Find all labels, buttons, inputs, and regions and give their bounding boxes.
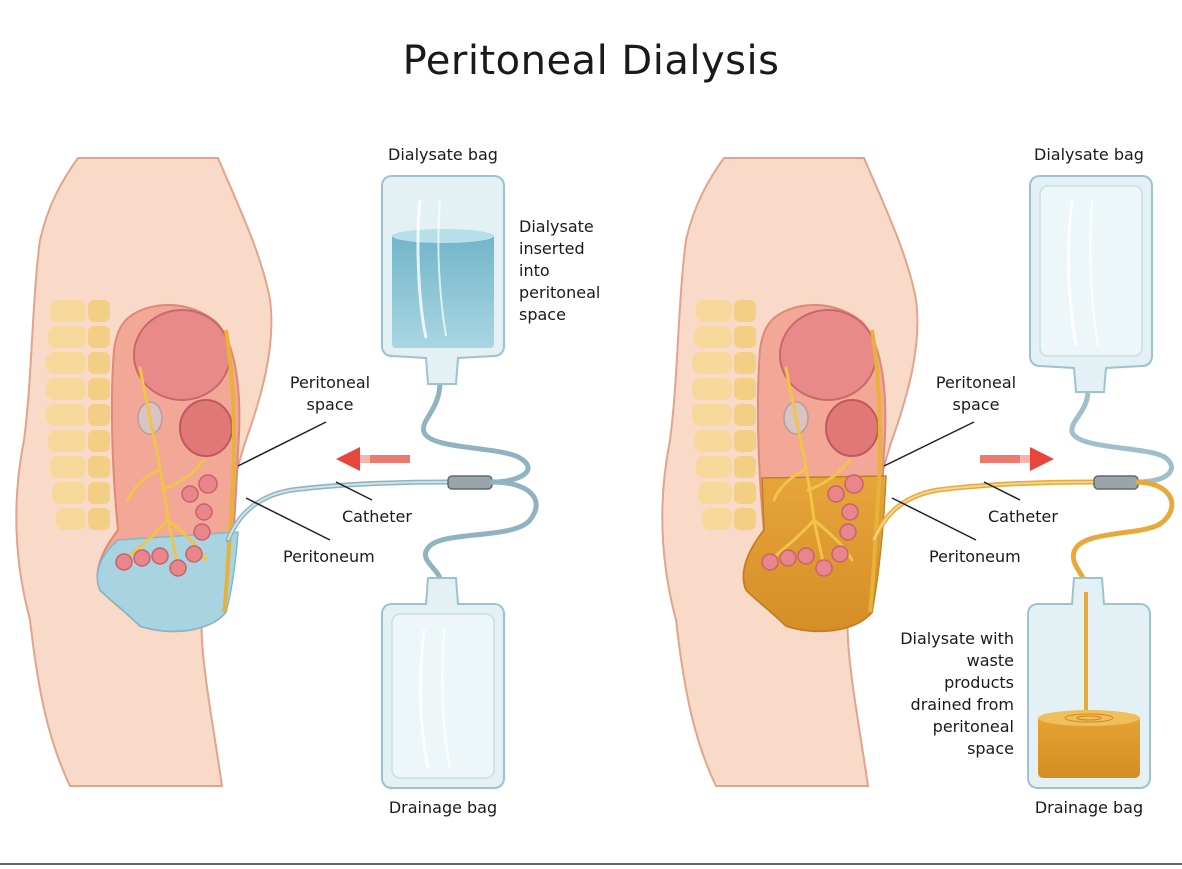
left-drainage-bag-label: Drainage bag	[388, 798, 498, 817]
right-stomach	[825, 399, 879, 457]
right-connector	[1093, 475, 1139, 490]
left-peritoneal-space-label: Peritoneal space	[289, 373, 371, 414]
left-dialysate-note: Dialysate inserted into peritoneal space	[519, 217, 601, 324]
right-intestines	[761, 474, 864, 577]
left-intestines	[115, 474, 218, 577]
right-flow-arrow	[980, 447, 1054, 471]
left-catheter-tube	[225, 479, 453, 543]
left-dialysate-bag-label: Dialysate bag	[388, 145, 498, 164]
left-connector	[447, 475, 493, 490]
left-leader-lines	[237, 421, 373, 541]
right-dialysate-bag	[1029, 175, 1153, 393]
right-leader-lines	[883, 421, 1021, 541]
right-peritoneum-line	[868, 329, 882, 613]
right-peritoneal-space-label: Peritoneal space	[935, 373, 1017, 414]
left-panel	[15, 157, 539, 789]
left-inflow-tube	[421, 379, 531, 485]
left-peritoneum-label: Peritoneum	[283, 547, 375, 566]
page-title: Peritoneal Dialysis	[402, 38, 780, 84]
left-outflow-tube	[423, 479, 539, 583]
left-spine	[46, 300, 110, 530]
right-panel	[661, 157, 1175, 789]
right-outflow-tube	[1070, 479, 1175, 593]
right-liver	[779, 309, 877, 401]
left-stomach	[179, 399, 233, 457]
left-drainage-bag	[381, 577, 505, 789]
left-catheter-label: Catheter	[342, 507, 412, 526]
right-dialysate-bag-label: Dialysate bag	[1034, 145, 1144, 164]
left-dialysate-bag	[381, 175, 505, 385]
right-drainage-bag	[1027, 577, 1151, 789]
right-inflow-tube	[1069, 387, 1174, 485]
left-liver	[133, 309, 231, 401]
right-drainage-bag-label: Drainage bag	[1034, 798, 1144, 817]
left-peritoneum-line	[222, 329, 236, 613]
right-spine	[692, 300, 756, 530]
right-catheter-label: Catheter	[988, 507, 1058, 526]
right-peritoneum-label: Peritoneum	[929, 547, 1021, 566]
right-catheter-tube	[871, 479, 1099, 543]
right-waste-note: Dialysate with waste products drained fr…	[900, 629, 1014, 758]
left-flow-arrow	[336, 447, 410, 471]
